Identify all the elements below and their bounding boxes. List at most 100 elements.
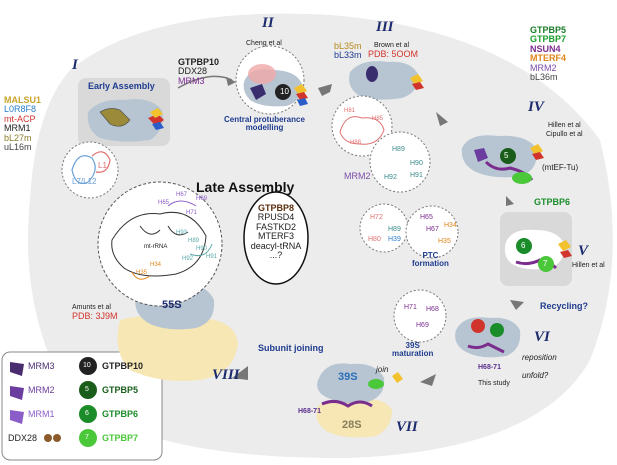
stage-i-numeral: I [72,57,78,73]
helix4-h69: H69 [416,322,429,329]
gtpbp7-legend-icon [79,429,97,447]
stage-v-ref: Hillen et al [572,262,605,269]
stage-vii-helix: H68-71 [298,408,321,415]
helix-circle-71 [393,289,447,343]
mrm1-icon [10,410,24,424]
helix-h85: H85 [372,116,384,122]
late-assembly-oval [243,191,309,285]
unfold-label: unfold? [522,371,549,380]
factor-gtpbp8: GTPBP8 [257,203,294,213]
factor-gtpbp7: GTPBP7 [530,34,567,45]
factor-mterf4: MTERF4 [530,53,566,64]
legend-mrm2: MRM2 [28,385,55,395]
legend-mrm3: MRM3 [28,361,55,371]
helix2-h72: H72 [370,214,383,221]
center-mrm2: MRM2 [344,171,371,181]
stage-vi-numeral: VI [534,329,550,345]
factor-mterf3: MTERF3 [258,231,294,242]
factor-mt-acp: mt-ACP [4,113,36,124]
stage-vii-title: Subunit joining [258,343,324,353]
arrow-iv-v [506,196,514,206]
stage-iv-ref1: Hillen et al [548,122,581,129]
stage-vi-study: This study [478,380,510,387]
factor-ul16m: uL16m [4,142,32,153]
factor-unknown: ...? [269,250,283,261]
gtpbp6-badge-v [516,238,532,254]
big-h35: H35 [136,270,148,276]
stalk-yellow [150,108,163,118]
helix4-h71: H71 [404,304,417,311]
stage-iv-tu: (mtEF-Tu) [542,163,579,172]
stage-vii-39s [317,363,385,404]
mrm2-icon [10,386,24,400]
gtpbp6-badge-vi [490,323,504,337]
stage-vii-28s [316,398,392,438]
stage-ii-ref: Cheng et al [246,40,282,47]
helix3-h67: H67 [426,226,439,233]
stage-iii-ref: Brown et al [374,42,410,49]
factor-fastkd2: FASTKD2 [255,221,296,232]
stalk-blue [152,122,164,130]
helix3-h65: H65 [420,214,433,221]
big-h92: H92 [182,256,194,262]
factor-mrm3: MRM3 [178,75,205,86]
stage-viii-numeral: VIII [212,367,240,383]
gtpbp10-badge-ii [275,84,291,100]
helix4-h68: H68 [426,306,439,313]
helix1-h91: H91 [410,172,423,179]
stage-iii-pdb: PDB: 5OOM [368,49,419,59]
gtpbp5-badge-label: 5 [504,151,509,160]
stage-vii-28s: 28S [342,419,362,431]
reposition-label: reposition [522,353,557,362]
stage-viii-pdb: PDB: 3J9M [72,311,118,321]
particle-55s: 55S [162,299,182,311]
factor-l0r8f8: L0R8F8 [4,104,37,115]
gtpbp10-badge-label: 10 [280,87,289,96]
factor-bl27m: bL27m [4,132,32,143]
factor-bl35m: bL35m [334,41,362,51]
helix-h88: H88 [350,140,362,146]
helix1-h92: H92 [384,174,397,181]
stage-ii-caption: Central protuberance modelling [224,115,305,133]
legend-gtpbp5: GTPBP5 [102,385,139,395]
big-h71: H71 [186,210,198,216]
stage-vii-numeral: VII [396,419,418,435]
legend-ddx28: DDX28 [8,433,38,443]
legend-box [1,351,163,461]
stage-i-rrna-circle [61,141,119,199]
factor-rpusd4: RPUSD4 [257,212,295,223]
factor-mrm1: MRM1 [4,123,31,134]
late-assembly-factor-list: GTPBP8 RPUSD4 FASTKD2 MTERF3 deacyl-tRNA… [250,203,302,261]
factor-gtpbp10: GTPBP10 [178,57,220,67]
stage-iii-numeral: III [376,19,394,35]
arrow-v-vi [510,300,524,310]
ddx28-icon-b [53,434,61,442]
gtpbp10-legend-icon [79,357,97,375]
gtpbp5-badge-iv [500,148,516,164]
stage-ii-factor-list: GTPBP10 DDX28 MRM3 [178,57,220,86]
late-assembly-title: Late Assembly [196,179,295,195]
stage-v-numeral: V [578,243,589,259]
stage-i-factor-list: MALSU1 L0R8F8 mt-ACP MRM1 bL27m uL16m [4,95,41,153]
big-h91: H91 [206,254,218,260]
helix3-h35: H35 [438,238,451,245]
gtpbp5-legend-icon [79,381,97,399]
factor-nsun4: NSUN4 [530,43,561,54]
big-h89: H89 [188,238,200,244]
stage-iii-particle [349,61,419,100]
arrow-vii-viii [232,366,248,380]
legend-badge-5: 5 [85,386,89,393]
big-h65: H65 [158,200,170,206]
legend-badge-6: 6 [85,410,89,417]
helix2-h80: H80 [368,236,381,243]
helix-h81: H81 [344,108,356,114]
arrow-ii-iii [318,84,332,96]
stage-vi-helix: H68-71 [478,364,501,371]
factor-bl33m: bL33m [334,50,362,61]
stage-viii-28s [117,315,238,381]
mt-rrna-circle [97,181,223,307]
legend-badge-7: 7 [85,434,89,441]
rrna-l1-label: L1 [98,161,107,170]
legend-gtpbp7: GTPBP7 [102,433,139,443]
